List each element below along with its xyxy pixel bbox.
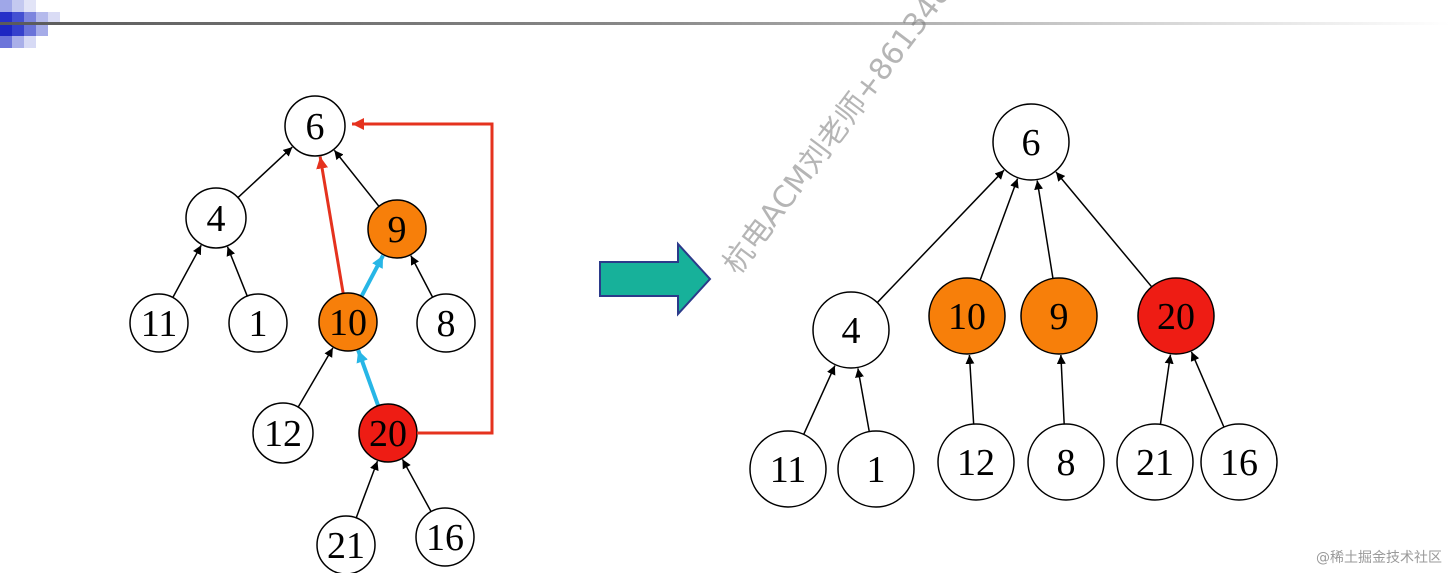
left-node-8: 8 (416, 293, 476, 353)
right-node-label: 9 (1050, 296, 1069, 338)
left-node-circle (316, 515, 376, 573)
left-node-9: 9 (367, 199, 427, 259)
left-node-circle (252, 402, 314, 464)
right-node-circle (992, 103, 1070, 181)
right-edge-R21-R20 (1159, 354, 1174, 425)
left-edge-L11-L4 (172, 244, 202, 298)
right-node-11: 11 (749, 430, 827, 508)
left-node-label: 9 (388, 209, 407, 251)
left-edge-L9-L6 (333, 149, 380, 207)
left-node-4: 4 (185, 187, 247, 249)
right-node-12: 12 (937, 423, 1015, 501)
left-node-circle (129, 293, 189, 353)
red-path-20-to-6 (352, 118, 494, 435)
source-credit: @稀土掘金技术社区 (1316, 550, 1442, 566)
right-edge-R9-R6 (1034, 180, 1054, 279)
left-edge-L1-L4 (226, 246, 248, 297)
left-node-12: 12 (252, 402, 314, 464)
left-edge-L20-L10 (356, 349, 381, 407)
left-node-circle (318, 292, 378, 352)
left-node-16: 16 (415, 507, 475, 567)
left-node-label: 6 (306, 106, 325, 148)
right-node-label: 4 (842, 310, 861, 352)
right-node-9: 9 (1020, 277, 1098, 355)
left-node-circle (185, 187, 247, 249)
left-node-20: 20 (358, 403, 418, 463)
left-node-label: 21 (327, 525, 365, 567)
left-node-circle (367, 199, 427, 259)
right-node-circle (937, 423, 1015, 501)
right-node-circle (1027, 423, 1105, 501)
right-edge-R12-R10 (965, 354, 975, 425)
right-node-label: 12 (957, 442, 995, 484)
right-node-label: 1 (867, 449, 886, 491)
left-node-label: 10 (329, 302, 367, 344)
right-node-8: 8 (1027, 423, 1105, 501)
right-node-label: 8 (1057, 442, 1076, 484)
right-node-6: 6 (992, 103, 1070, 181)
left-node-10: 10 (318, 292, 378, 352)
right-node-label: 16 (1220, 442, 1258, 484)
right-node-1: 1 (837, 430, 915, 508)
right-node-21: 21 (1116, 423, 1194, 501)
header-decoration (0, 0, 1450, 50)
left-node-label: 1 (249, 303, 268, 345)
left-node-circle (284, 95, 346, 157)
left-node-label: 16 (426, 517, 464, 559)
left-edge-L10-L6 (316, 156, 345, 294)
right-node-circle (1116, 423, 1194, 501)
left-edge-L10-L9 (359, 254, 385, 298)
left-tree-edges (172, 146, 434, 519)
left-node-circle (415, 507, 475, 567)
right-node-10: 10 (928, 277, 1006, 355)
left-edge-L8-L9 (410, 255, 434, 298)
left-node-21: 21 (316, 515, 376, 573)
transform-arrow (599, 241, 712, 317)
right-edge-R16-R20 (1190, 351, 1225, 428)
right-node-label: 10 (948, 296, 986, 338)
left-edge-L16-L20 (401, 458, 432, 512)
right-node-20: 20 (1137, 277, 1215, 355)
right-node-label: 20 (1157, 296, 1195, 338)
header-rule (0, 22, 1450, 25)
header-squares-decoration (0, 0, 60, 48)
right-node-circle (837, 430, 915, 508)
right-node-circle (1200, 423, 1278, 501)
left-node-1: 1 (228, 293, 288, 353)
left-node-label: 20 (369, 413, 407, 455)
left-edge-L21-L20 (355, 460, 379, 519)
right-node-circle (812, 291, 890, 369)
right-node-circle (1137, 277, 1215, 355)
left-node-11: 11 (129, 293, 189, 353)
left-node-label: 4 (207, 198, 226, 240)
left-node-circle (228, 293, 288, 353)
left-node-label: 11 (141, 303, 178, 345)
left-edge-L4-L6 (237, 146, 293, 199)
right-edge-R1-R4 (855, 368, 871, 432)
right-edge-R11-R4 (803, 365, 836, 435)
right-edge-R8-R9 (1056, 354, 1066, 425)
left-node-6: 6 (284, 95, 346, 157)
left-node-circle (416, 293, 476, 353)
right-node-4: 4 (812, 291, 890, 369)
right-node-label: 21 (1136, 442, 1174, 484)
right-node-circle (1020, 277, 1098, 355)
left-node-label: 8 (437, 303, 456, 345)
right-node-16: 16 (1200, 423, 1278, 501)
right-edge-R10-R6 (979, 178, 1019, 281)
right-node-label: 11 (770, 449, 807, 491)
right-node-circle (749, 430, 827, 508)
left-node-label: 12 (264, 413, 302, 455)
right-edge-R20-R6 (1055, 171, 1153, 288)
right-node-label: 6 (1022, 122, 1041, 164)
right-tree-edges (803, 169, 1225, 435)
right-edge-R4-R6 (876, 169, 1005, 304)
left-edge-L12-L10 (297, 347, 334, 408)
right-node-circle (928, 277, 1006, 355)
